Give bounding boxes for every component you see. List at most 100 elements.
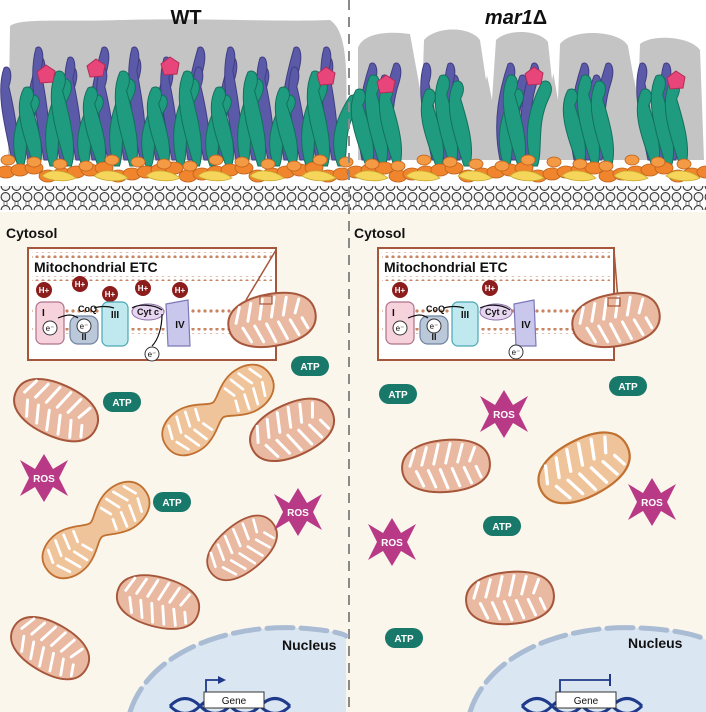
chitin: [93, 170, 129, 182]
glucan: [156, 158, 172, 170]
ros-badge: ROS: [287, 508, 309, 519]
plasma-membrane: [0, 186, 706, 210]
mannoprotein: [82, 86, 106, 167]
chitin: [145, 170, 181, 182]
cytc-label: Cyt c: [485, 307, 507, 317]
complex-iv: [165, 299, 191, 347]
proton-label: H+: [395, 286, 406, 295]
mannoproteins-wt: [0, 46, 360, 167]
glycan: [666, 70, 686, 90]
complex-i-label: I: [392, 308, 395, 319]
electron-label: e⁻: [148, 350, 157, 359]
glucan: [676, 158, 692, 170]
transcription-arrow-icon: [218, 676, 226, 684]
electron-label: e⁻: [512, 348, 521, 357]
mannoprotein: [178, 70, 202, 167]
cytosol-label-mar1: Cytosol: [354, 225, 405, 241]
glucan: [650, 156, 666, 168]
atp-badge: ATP: [300, 362, 320, 373]
glucan: [26, 156, 42, 168]
chitin: [197, 170, 233, 182]
glucan: [442, 156, 458, 168]
glycan: [86, 58, 106, 78]
complex-iii-label: III: [111, 310, 120, 321]
gene-label-mar1: Gene: [574, 696, 599, 707]
wt-title: WT: [170, 7, 201, 29]
proton-label: H+: [105, 290, 116, 299]
dna-wt: Gene: [168, 676, 292, 712]
cytosol-label-wt: Cytosol: [6, 225, 57, 241]
mannoprotein: [146, 86, 170, 167]
glucan: [338, 156, 354, 168]
glucan: [260, 158, 276, 170]
chitin: [353, 170, 389, 182]
glucan: [52, 158, 68, 170]
chitin: [457, 170, 493, 182]
etc-title-mar1: Mitochondrial ETC: [384, 259, 508, 275]
electron-label: e⁻: [430, 322, 439, 331]
ros-badge: ROS: [493, 410, 515, 421]
glycan: [376, 74, 396, 94]
glucan: [364, 158, 380, 170]
atp-badge: ATP: [112, 398, 132, 409]
ros-badge: ROS: [381, 538, 403, 549]
dna-mar1: Gene: [520, 674, 644, 712]
glucan: [286, 160, 302, 172]
chitin: [561, 170, 597, 182]
complex-iv-label: IV: [521, 320, 531, 331]
glucan: [78, 160, 94, 172]
glucan: [598, 160, 614, 172]
chitin: [405, 170, 441, 182]
glucan: [520, 154, 536, 166]
glucan: [468, 158, 484, 170]
atp-badge: ATP: [388, 390, 408, 401]
glucan: [546, 156, 562, 168]
coq-label: CoQ: [78, 304, 97, 314]
mar1-title-delta: Δ: [533, 7, 547, 29]
glycan: [160, 56, 180, 76]
glucan: [416, 154, 432, 166]
proton-label: H+: [175, 286, 186, 295]
proton-label: H+: [138, 284, 149, 293]
glucan: [182, 160, 198, 172]
complex-i-label: I: [42, 308, 45, 319]
complex-ii-label: II: [81, 332, 86, 342]
glycan: [316, 66, 336, 86]
glucan: [624, 154, 640, 166]
atp-badge: ATP: [162, 498, 182, 509]
glucan: [390, 160, 406, 172]
glucan: [572, 158, 588, 170]
mannoprotein: [590, 80, 614, 167]
nucleus-label-mar1: Nucleus: [628, 635, 683, 651]
glucan-chitin-layer: [0, 154, 706, 183]
mannoprotein: [448, 80, 472, 167]
etc-title-wt: Mitochondrial ETC: [34, 259, 158, 275]
atp-badge: ATP: [492, 522, 512, 533]
nucleus-wt: [130, 627, 346, 712]
complex-ii-label: II: [431, 332, 436, 342]
electron-label: e⁻: [80, 322, 89, 331]
glucan: [494, 160, 510, 172]
chitin: [41, 170, 77, 182]
mannoprotein: [114, 70, 138, 167]
glucan: [312, 154, 328, 166]
gene-label-wt: Gene: [222, 696, 247, 707]
glucan: [104, 154, 120, 166]
glucan: [696, 165, 706, 179]
proton-label: H+: [75, 280, 86, 289]
electron-label: e⁻: [396, 324, 405, 333]
mannoproteins-mar1: [350, 62, 688, 167]
cytc-label: Cyt c: [137, 307, 159, 317]
atp-badge: ATP: [618, 382, 638, 393]
chitin: [301, 170, 337, 182]
mar1-title: mar1Δ: [485, 7, 547, 29]
mannoprotein: [18, 86, 42, 167]
mannoprotein: [526, 80, 552, 167]
electron-label: e⁻: [46, 324, 55, 333]
etc-inset-mar1: Mitochondrial ETC H+ H+ I e⁻ CoQ II e⁻ I…: [377, 247, 615, 361]
coq-label: CoQ: [426, 304, 445, 314]
chitin: [509, 170, 545, 182]
complex-iii: [101, 301, 129, 347]
etc-inset-wt: Mitochondrial ETC H+ H+ H+ H+ H+ I e⁻ Co…: [27, 247, 277, 362]
